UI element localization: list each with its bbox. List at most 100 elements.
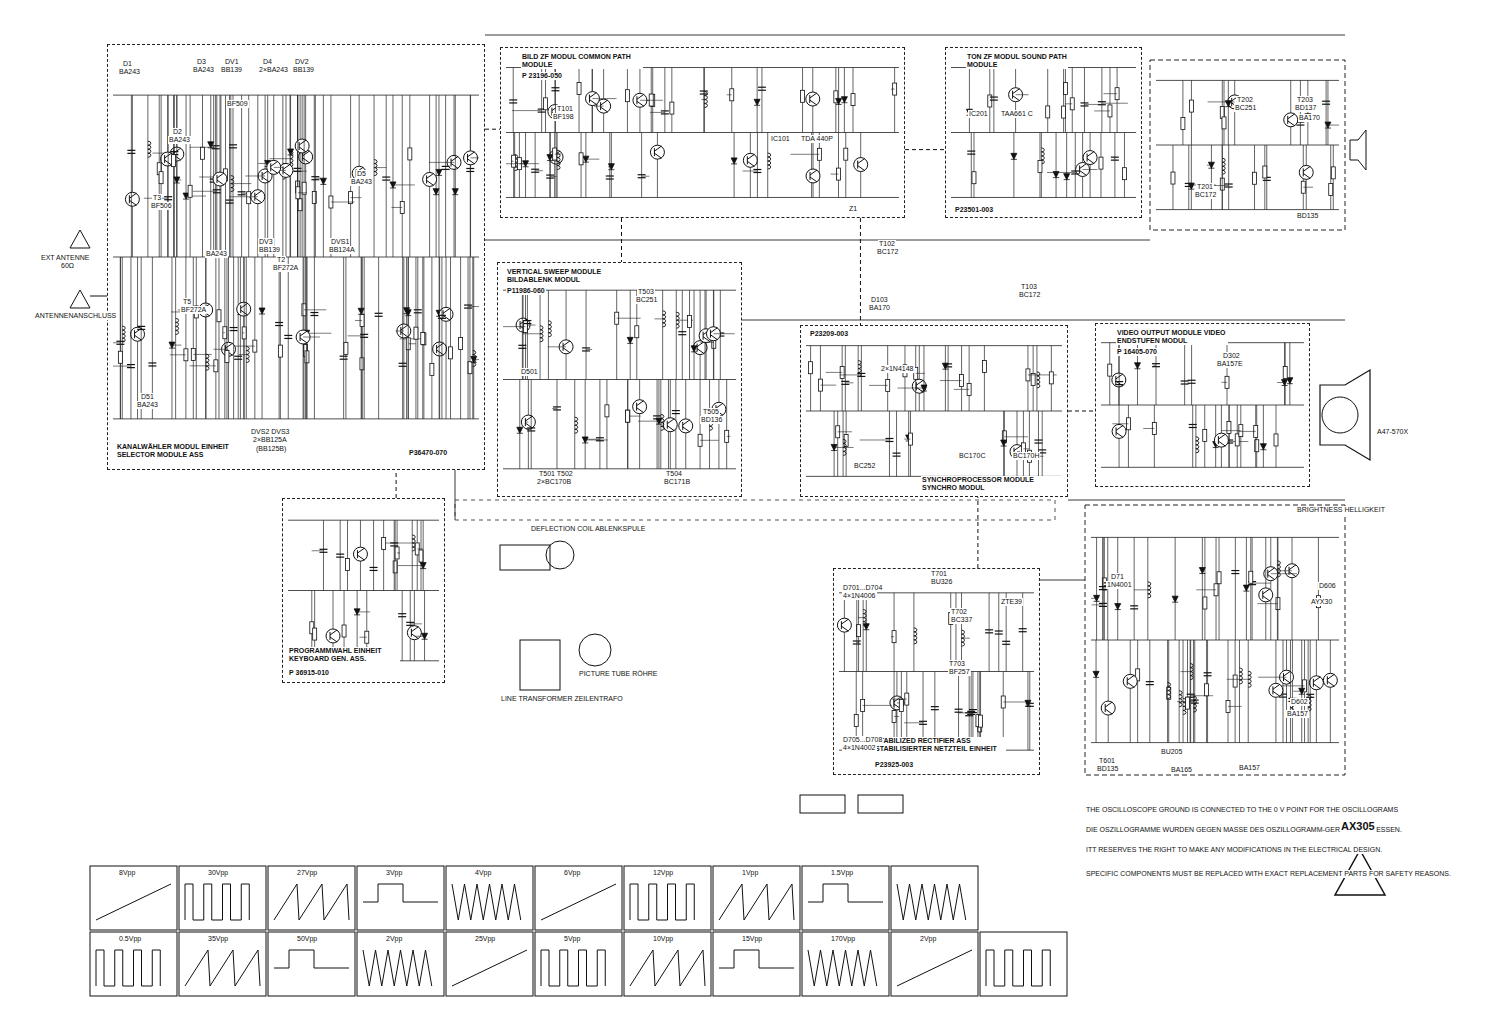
module-box: VIDEO OUTPUT MODULE VIDEO ENDSTUFEN MODU… bbox=[1095, 323, 1310, 487]
resistor-symbol bbox=[1253, 172, 1257, 184]
wire bbox=[176, 95, 177, 257]
coil-symbol bbox=[863, 610, 866, 626]
line-output-frame bbox=[1085, 505, 1345, 775]
wire bbox=[205, 257, 206, 419]
coil-symbol bbox=[661, 414, 664, 430]
wire bbox=[147, 95, 148, 257]
crt-symbol bbox=[1320, 370, 1370, 460]
part-label: BRIGHTNESS HELLIGKEIT bbox=[1296, 506, 1386, 514]
wire bbox=[525, 290, 526, 379]
wire bbox=[193, 257, 194, 419]
waveform bbox=[363, 884, 438, 902]
transformer-symbol bbox=[520, 640, 560, 690]
wire bbox=[470, 95, 471, 257]
transistor-symbol bbox=[237, 302, 251, 316]
coil-symbol bbox=[768, 153, 771, 169]
waveform bbox=[363, 950, 432, 986]
capacitor-symbol bbox=[931, 706, 939, 707]
wire bbox=[431, 257, 432, 419]
module-box: P23209-003SYNCHROPROCESSOR MODULE SYNCHR… bbox=[800, 325, 1068, 497]
wire bbox=[857, 642, 859, 643]
capacitor-symbol bbox=[853, 640, 861, 641]
wire bbox=[1143, 428, 1154, 429]
capacitor-symbol bbox=[229, 147, 237, 148]
capacitor-symbol bbox=[360, 337, 368, 338]
capacitor-symbol bbox=[672, 410, 680, 411]
part-label: T601 bbox=[1098, 757, 1116, 765]
wire bbox=[471, 157, 479, 158]
coil-symbol bbox=[1193, 696, 1196, 712]
capacitor-symbol bbox=[1026, 706, 1034, 707]
wire bbox=[1047, 68, 1048, 133]
oscillogram-frame bbox=[891, 932, 978, 996]
part-label: BD135 bbox=[1096, 765, 1119, 773]
wire bbox=[205, 257, 206, 419]
capacitor-symbol bbox=[753, 172, 761, 173]
bus-wire bbox=[1068, 500, 1345, 501]
part-label: IC201 bbox=[968, 110, 989, 118]
wire bbox=[1328, 125, 1339, 126]
wire bbox=[288, 590, 439, 591]
wire bbox=[627, 380, 628, 469]
resistor-symbol bbox=[188, 185, 192, 197]
capacitor-symbol bbox=[678, 334, 686, 335]
part-label: AYX30 bbox=[1310, 598, 1333, 606]
wire bbox=[834, 411, 835, 476]
capacitor-symbol bbox=[553, 406, 561, 407]
wire bbox=[664, 68, 665, 133]
transistor-symbol bbox=[637, 401, 644, 413]
resistor-symbol bbox=[670, 102, 674, 114]
resistor-symbol bbox=[972, 172, 976, 184]
part-label: BB139 bbox=[292, 66, 315, 74]
wire bbox=[904, 346, 905, 411]
diode-symbol bbox=[836, 98, 842, 104]
module-part-number: P 23196-050 bbox=[521, 72, 563, 80]
capacitor-symbol bbox=[1146, 684, 1154, 685]
wire bbox=[1286, 640, 1287, 743]
capacitor-symbol bbox=[509, 102, 517, 103]
wire bbox=[1202, 537, 1203, 640]
note-text: SPECIFIC COMPONENTS MUST BE REPLACED WIT… bbox=[1085, 870, 1452, 878]
wire bbox=[555, 154, 562, 155]
wire bbox=[887, 346, 888, 411]
transistor-symbol bbox=[125, 192, 139, 206]
capacitor-symbol bbox=[438, 318, 446, 319]
oscillogram-frame bbox=[535, 932, 622, 996]
part-label: D2 bbox=[172, 128, 183, 136]
capacitor-symbol bbox=[893, 453, 901, 454]
oscillogram-value: 5Vpp bbox=[563, 935, 581, 943]
wire bbox=[806, 345, 1062, 346]
wire bbox=[1134, 537, 1135, 640]
wire bbox=[585, 380, 586, 469]
wire bbox=[450, 257, 451, 419]
capacitor-symbol bbox=[310, 315, 318, 316]
transistor-symbol bbox=[1299, 165, 1313, 179]
wire bbox=[173, 95, 174, 257]
wire bbox=[608, 166, 611, 167]
oscillogram-value: 170Vpp bbox=[830, 935, 856, 943]
part-label: D71 bbox=[1110, 573, 1125, 581]
wire bbox=[550, 133, 551, 198]
wire bbox=[312, 550, 324, 551]
module-title: P23209-003 bbox=[809, 330, 849, 338]
wire bbox=[969, 346, 970, 411]
wire bbox=[973, 133, 974, 198]
transistor-symbol bbox=[131, 327, 145, 341]
part-label: BC251 bbox=[635, 296, 658, 304]
wire bbox=[228, 257, 229, 419]
wire bbox=[535, 170, 543, 171]
wire bbox=[174, 95, 175, 257]
resistor-symbol bbox=[1203, 597, 1207, 609]
wire bbox=[245, 175, 265, 176]
waveform bbox=[96, 950, 160, 986]
oscillogram-frame bbox=[357, 932, 444, 996]
waveform bbox=[96, 884, 171, 920]
wire bbox=[971, 133, 972, 198]
wire bbox=[701, 99, 704, 100]
part-label: BD137 bbox=[1294, 104, 1317, 112]
part-label: BA165 bbox=[1170, 766, 1193, 774]
wire bbox=[300, 95, 301, 257]
wire bbox=[279, 257, 280, 419]
